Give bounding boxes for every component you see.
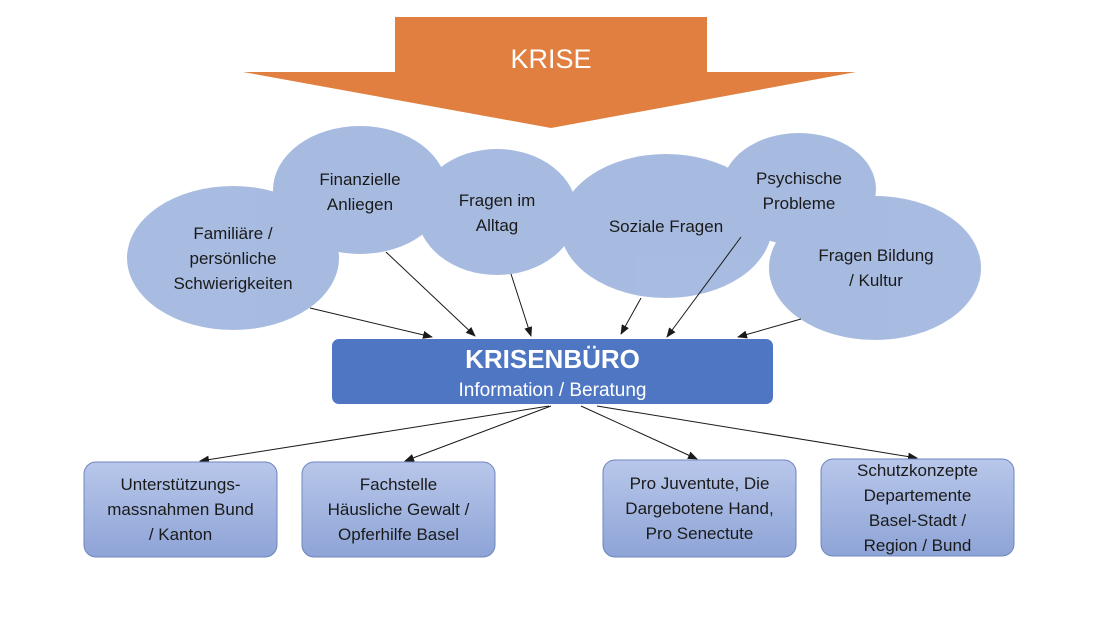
connector-bund-kanton	[199, 405, 550, 464]
service-box-bund-kanton	[83, 461, 278, 558]
connector-juventute	[580, 405, 698, 460]
connector-psychische	[666, 236, 742, 338]
topic-ellipses	[127, 126, 981, 340]
service-box-juventute	[602, 459, 797, 558]
crisis-arrow-shape	[243, 17, 856, 128]
service-box-gewalt	[301, 461, 496, 558]
topic-connectors	[309, 236, 802, 339]
connector-bildung	[737, 318, 802, 339]
service-connectors	[199, 405, 918, 464]
connector-finanzielle	[385, 251, 476, 337]
service-boxes	[83, 458, 1015, 558]
ellipse-finanzielle	[273, 126, 447, 254]
connector-alltag	[510, 273, 533, 337]
connector-soziale	[620, 297, 642, 335]
ellipse-bildung	[769, 196, 981, 340]
service-box-schutzkonzepte	[820, 458, 1015, 557]
connector-schutzkonzepte	[596, 405, 918, 461]
ellipse-alltag	[417, 149, 577, 275]
center-box	[332, 339, 773, 404]
connector-gewalt	[404, 405, 552, 462]
ellipse-soziale	[560, 154, 772, 298]
connector-familiaere	[309, 307, 433, 339]
